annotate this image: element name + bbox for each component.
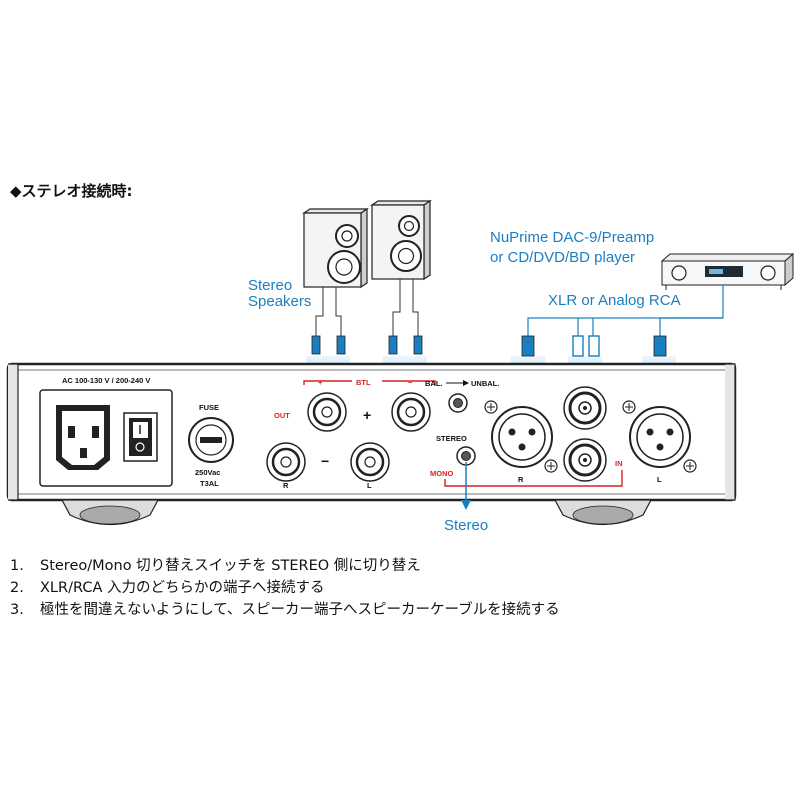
speaker-cables bbox=[315, 279, 419, 342]
xlr-rca-label: XLR or Analog RCA bbox=[548, 292, 681, 309]
minus-sign: − bbox=[321, 453, 329, 469]
source-plugs bbox=[521, 335, 667, 357]
speakers-label-line1: Stereo bbox=[248, 277, 292, 294]
terminal-r-label: R bbox=[283, 481, 289, 490]
bal-unbal-arrow-icon bbox=[446, 380, 469, 386]
speaker-terminal-minus-r[interactable] bbox=[266, 442, 306, 482]
step-item: 3. 極性を間違えないようにして、スピーカー端子へスピーカーケーブルを接続する bbox=[10, 599, 560, 621]
instruction-steps: 1. Stereo/Mono 切り替えスイッチを STEREO 側に切り替え 2.… bbox=[10, 555, 560, 621]
speaker-terminal-out-plus-right[interactable] bbox=[391, 392, 431, 432]
btl-plus-label: + bbox=[318, 378, 323, 387]
stereo-output-label: Stereo bbox=[444, 517, 488, 534]
step-item: 1. Stereo/Mono 切り替えスイッチを STEREO 側に切り替え bbox=[10, 555, 560, 577]
btl-minus-label: − bbox=[408, 378, 413, 387]
step-number: 2. bbox=[10, 580, 24, 596]
speaker-plugs bbox=[311, 335, 423, 355]
xlr-r-label: R bbox=[518, 475, 524, 484]
page-title: ◆ステレオ接続時: bbox=[10, 182, 133, 200]
rca-input-bottom[interactable] bbox=[563, 438, 607, 482]
step-item: 2. XLR/RCA 入力のどちらかの端子へ接続する bbox=[10, 577, 560, 599]
speaker-terminal-out-plus-left[interactable] bbox=[307, 392, 347, 432]
step-text: 極性を間違えないようにして、スピーカー端子へスピーカーケーブルを接続する bbox=[40, 602, 560, 618]
source-label-line2: or CD/DVD/BD player bbox=[490, 249, 635, 266]
speakers-label-line2: Speakers bbox=[248, 293, 311, 310]
xlr-input-l[interactable] bbox=[622, 400, 697, 473]
fuse-label: FUSE bbox=[199, 403, 219, 412]
step-number: 3. bbox=[10, 602, 24, 618]
btl-label: BTL bbox=[356, 378, 371, 387]
source-cables bbox=[527, 285, 724, 336]
out-label: OUT bbox=[274, 411, 290, 420]
speaker-left-icon bbox=[302, 207, 369, 289]
plus-sign: + bbox=[363, 407, 371, 423]
speaker-terminal-minus-l[interactable] bbox=[350, 442, 390, 482]
in-label: IN bbox=[615, 459, 623, 468]
terminal-l-label: L bbox=[367, 481, 372, 490]
btl-bracket bbox=[303, 380, 436, 385]
bal-label: BAL. bbox=[425, 379, 443, 388]
stereo-indicator-arrow bbox=[461, 462, 471, 510]
xlr-input-r[interactable] bbox=[484, 400, 558, 473]
source-device-icon bbox=[660, 252, 795, 290]
unbal-label: UNBAL. bbox=[471, 379, 499, 388]
amplifier-feet bbox=[61, 499, 652, 526]
mono-bracket bbox=[444, 470, 623, 487]
stereo-switch-label: STEREO bbox=[436, 434, 467, 443]
source-label-line1: NuPrime DAC-9/Preamp bbox=[490, 229, 654, 246]
ac-inlet[interactable] bbox=[56, 405, 110, 470]
xlr-l-label: L bbox=[657, 475, 662, 484]
step-number: 1. bbox=[10, 558, 24, 574]
fuse-holder[interactable] bbox=[188, 417, 234, 463]
speaker-right-icon bbox=[370, 199, 432, 281]
step-text: XLR/RCA 入力のどちらかの端子へ接続する bbox=[40, 580, 325, 596]
fuse-type-label: T3AL bbox=[200, 479, 219, 488]
ac-rating-label: AC 100-130 V / 200-240 V bbox=[62, 376, 150, 385]
step-text: Stereo/Mono 切り替えスイッチを STEREO 側に切り替え bbox=[40, 558, 421, 574]
fuse-rating-label: 250Vac bbox=[195, 468, 220, 477]
power-switch[interactable] bbox=[123, 412, 158, 462]
mono-label: MONO bbox=[430, 469, 453, 478]
rca-input-top[interactable] bbox=[563, 386, 607, 430]
bal-unbal-switch[interactable] bbox=[448, 393, 468, 413]
